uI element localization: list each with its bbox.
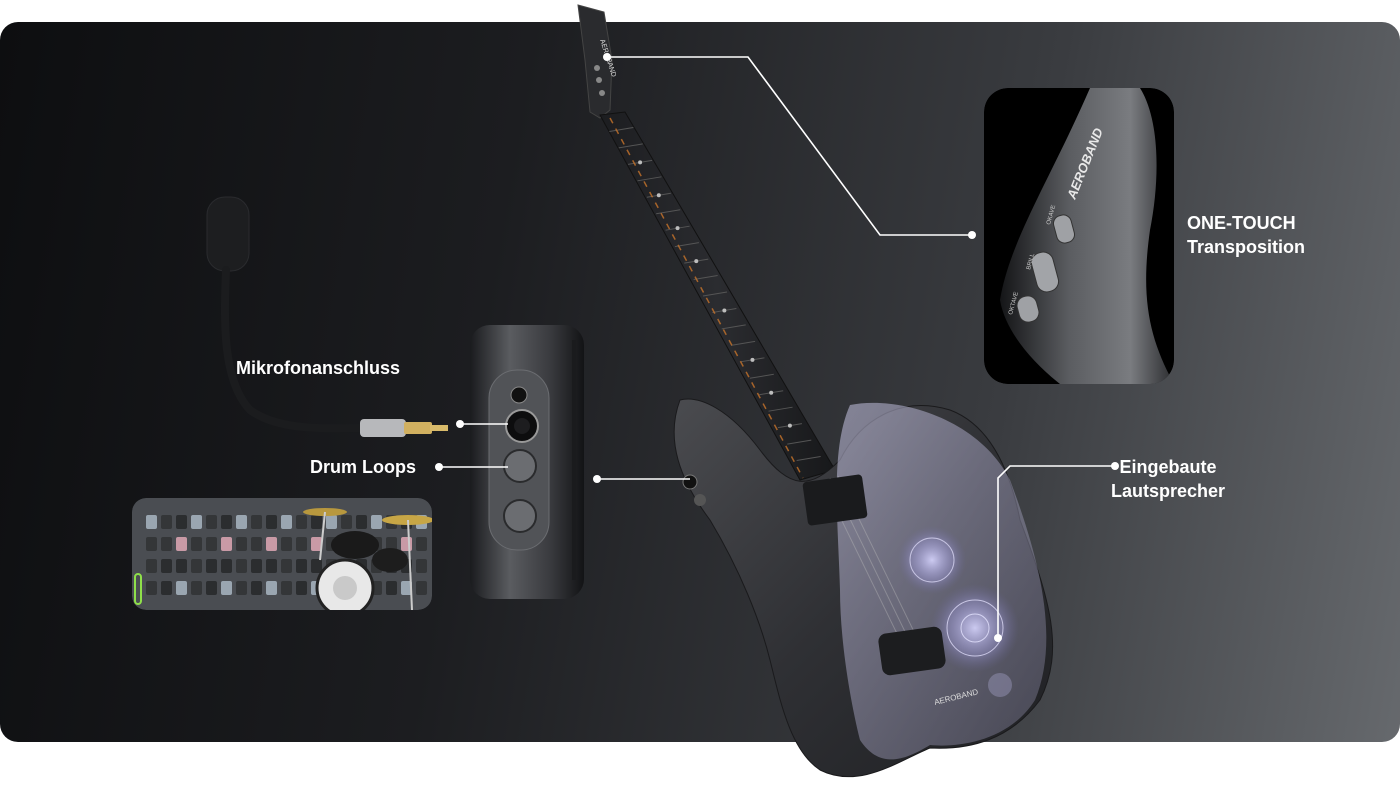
callout-microphone: Mikrofonanschluss xyxy=(236,358,401,378)
closeup-button-label-bottom: OKTAVE xyxy=(1008,291,1020,315)
drum-pad xyxy=(236,581,247,595)
drum-pad xyxy=(281,581,292,595)
fret xyxy=(796,456,821,462)
drum-pad xyxy=(161,537,172,551)
side-control-panel xyxy=(470,325,584,599)
drum-pad xyxy=(206,581,217,595)
fret-marker xyxy=(675,226,680,231)
drum-pad xyxy=(161,581,172,595)
fret-marker xyxy=(694,259,699,264)
drum-pad xyxy=(266,537,277,551)
callout-transposition-line2: Transposition xyxy=(1187,237,1306,257)
drum-pad xyxy=(371,515,382,529)
callout-speakers: Eingebaute Lautsprecher xyxy=(1111,455,1225,503)
drum-pad xyxy=(281,515,292,529)
drum-pad xyxy=(296,559,307,573)
drum-pad xyxy=(251,559,262,573)
drum-pad xyxy=(266,515,277,529)
drum-pad xyxy=(146,559,157,573)
fret xyxy=(721,324,746,330)
drum-pad xyxy=(176,581,187,595)
fret-marker xyxy=(769,390,774,395)
drum-pad xyxy=(236,515,247,529)
drum-pad xyxy=(191,559,202,573)
drum-pad xyxy=(251,581,262,595)
drum-pad xyxy=(386,581,397,595)
fret xyxy=(768,406,793,412)
drum-pad xyxy=(356,515,367,529)
drum-pad xyxy=(191,515,202,529)
drum-pad xyxy=(191,581,202,595)
speaker-lower xyxy=(931,584,1019,672)
drum-pad xyxy=(266,581,277,595)
drum-pad xyxy=(221,515,232,529)
callout-drum-loops: Drum Loops xyxy=(310,457,416,477)
drum-pad xyxy=(146,581,157,595)
callout-speakers-line1: Eingebaute xyxy=(1119,457,1217,477)
fret-marker xyxy=(787,423,792,428)
drum-pad xyxy=(311,559,322,573)
callout-transposition: ONE-TOUCH Transposition xyxy=(1187,211,1305,259)
drum-pad xyxy=(221,559,232,573)
drum-pad xyxy=(251,537,262,551)
drum-pad xyxy=(176,559,187,573)
fret-marker xyxy=(638,160,643,165)
drum-pad xyxy=(266,559,277,573)
drum-pad xyxy=(296,537,307,551)
drum-pad xyxy=(146,537,157,551)
drum-pad xyxy=(206,537,217,551)
drum-pad-indicator xyxy=(134,573,142,605)
closeup-button-label-top: OKAVE xyxy=(1046,204,1057,225)
drum-pad xyxy=(236,559,247,573)
fret xyxy=(787,439,812,445)
drum-pad xyxy=(341,515,352,529)
drum-pad xyxy=(251,515,262,529)
fret-marker xyxy=(722,308,727,313)
fret xyxy=(749,373,774,379)
fret xyxy=(731,340,756,346)
callout-transposition-line1: ONE-TOUCH xyxy=(1187,213,1296,233)
drum-pad xyxy=(401,537,412,551)
microphone xyxy=(206,196,448,437)
drum-pad xyxy=(296,515,307,529)
fret-marker xyxy=(656,193,661,198)
drum-pad-screen xyxy=(132,498,432,610)
closeup-button-label-mid: BRILL xyxy=(1026,252,1036,270)
drum-pad xyxy=(236,537,247,551)
drum-pad xyxy=(206,559,217,573)
drum-pad xyxy=(176,515,187,529)
drum-pad xyxy=(221,537,232,551)
fret xyxy=(702,291,728,297)
drum-pad xyxy=(296,581,307,595)
drum-pad xyxy=(161,559,172,573)
guitar: AEROBAND AEROBAND xyxy=(577,4,1054,778)
drum-pad xyxy=(311,537,322,551)
drum-pad xyxy=(161,515,172,529)
drum-pad xyxy=(281,559,292,573)
drum-pad xyxy=(221,581,232,595)
drum-pad xyxy=(326,515,337,529)
drum-pad xyxy=(191,537,202,551)
drum-pad xyxy=(416,537,427,551)
fret-marker xyxy=(750,357,755,362)
fret xyxy=(693,275,718,281)
drum-pad xyxy=(206,515,217,529)
drum-pad xyxy=(176,537,187,551)
headstock-closeup: AEROBAND OKAVE BRILL OKTAVE xyxy=(984,88,1174,384)
callout-speakers-line2: Lautsprecher xyxy=(1111,481,1226,501)
speaker-upper xyxy=(898,526,966,594)
drum-pad xyxy=(386,537,397,551)
drum-pad xyxy=(416,581,427,595)
drum-pad xyxy=(281,537,292,551)
drum-pad xyxy=(416,559,427,573)
drum-pad xyxy=(401,581,412,595)
drum-pad xyxy=(146,515,157,529)
drum-pad xyxy=(311,515,322,529)
neck-led-strip xyxy=(609,117,804,479)
